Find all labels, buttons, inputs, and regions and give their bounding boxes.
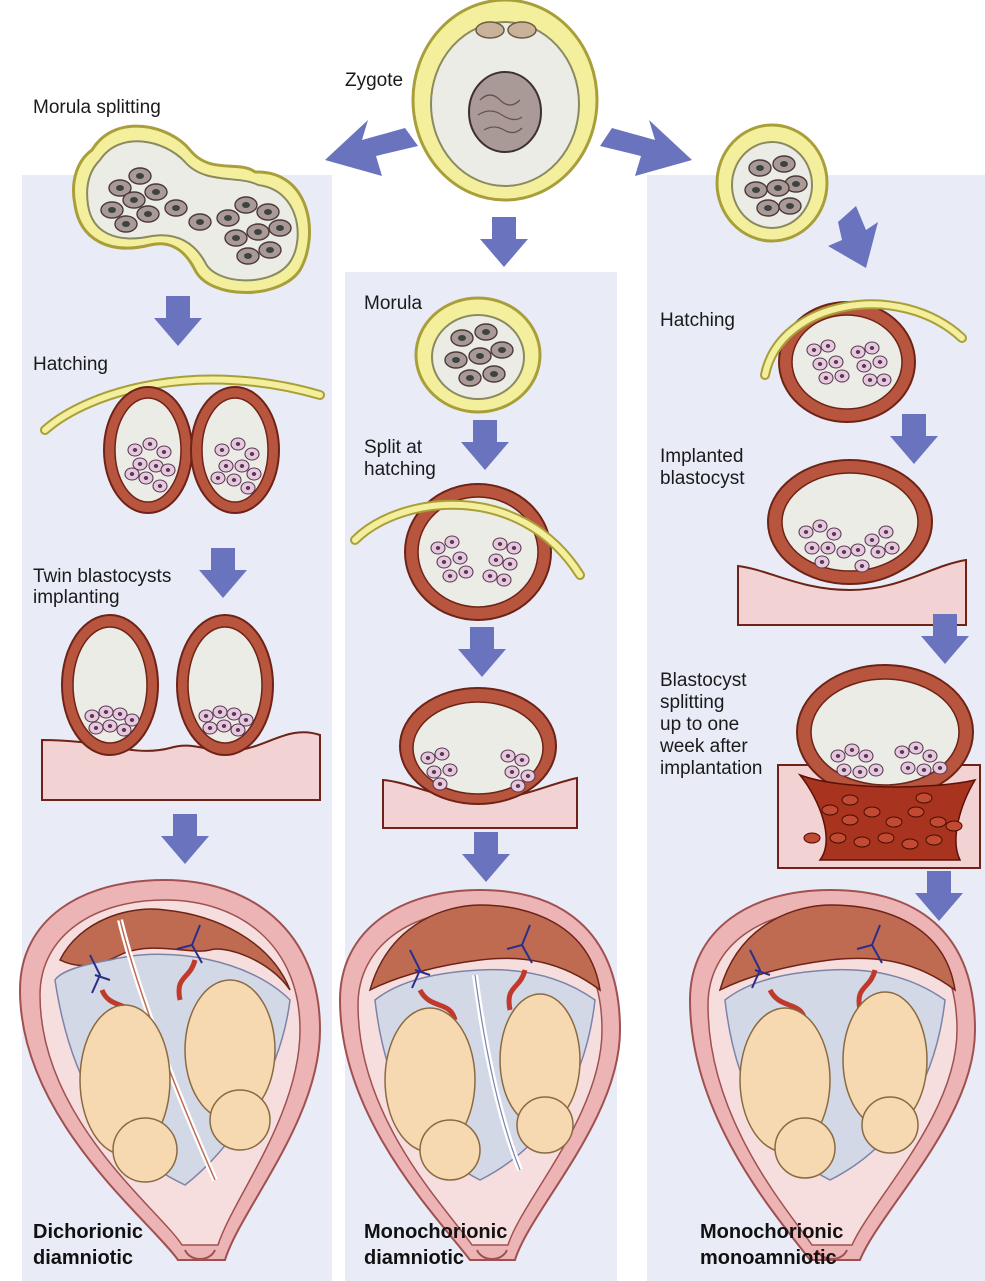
label-implanted: Implanted: [660, 446, 743, 468]
label-implanted-2: blastocyst: [660, 468, 744, 490]
label-blastocyst-splitting-3: up to one: [660, 714, 739, 736]
outcome-middle-line2: diamniotic: [364, 1246, 464, 1270]
label-hatching-left: Hatching: [33, 354, 108, 376]
outcome-left-line1: Dichorionic: [33, 1220, 143, 1244]
label-split-at-2: hatching: [364, 459, 436, 481]
label-split-at: Split at: [364, 437, 422, 459]
label-twin-blastocysts: Twin blastocysts: [33, 566, 171, 588]
arrow-zygote-down: [480, 217, 528, 267]
label-zygote: Zygote: [345, 70, 403, 92]
outcome-right-line2: monoamniotic: [700, 1246, 837, 1270]
arrow-zygote-left: [325, 120, 418, 176]
right-morula-illustration: [717, 125, 827, 241]
zygote-illustration: [413, 0, 597, 200]
arrow-zygote-right: [600, 120, 692, 176]
outcome-left-line2: diamniotic: [33, 1246, 133, 1270]
outcome-right-line1: Monochorionic: [700, 1220, 843, 1244]
outcome-middle-line1: Monochorionic: [364, 1220, 507, 1244]
label-blastocyst-splitting-1: Blastocyst: [660, 670, 747, 692]
label-morula: Morula: [364, 293, 422, 315]
label-blastocyst-splitting-4: week after: [660, 736, 748, 758]
label-blastocyst-splitting-2: splitting: [660, 692, 724, 714]
label-twin-blastocysts-2: implanting: [33, 587, 120, 609]
morula-illustration: [416, 298, 540, 412]
label-morula-splitting: Morula splitting: [33, 97, 161, 119]
label-hatching-right: Hatching: [660, 310, 735, 332]
label-blastocyst-splitting-5: implantation: [660, 758, 762, 780]
